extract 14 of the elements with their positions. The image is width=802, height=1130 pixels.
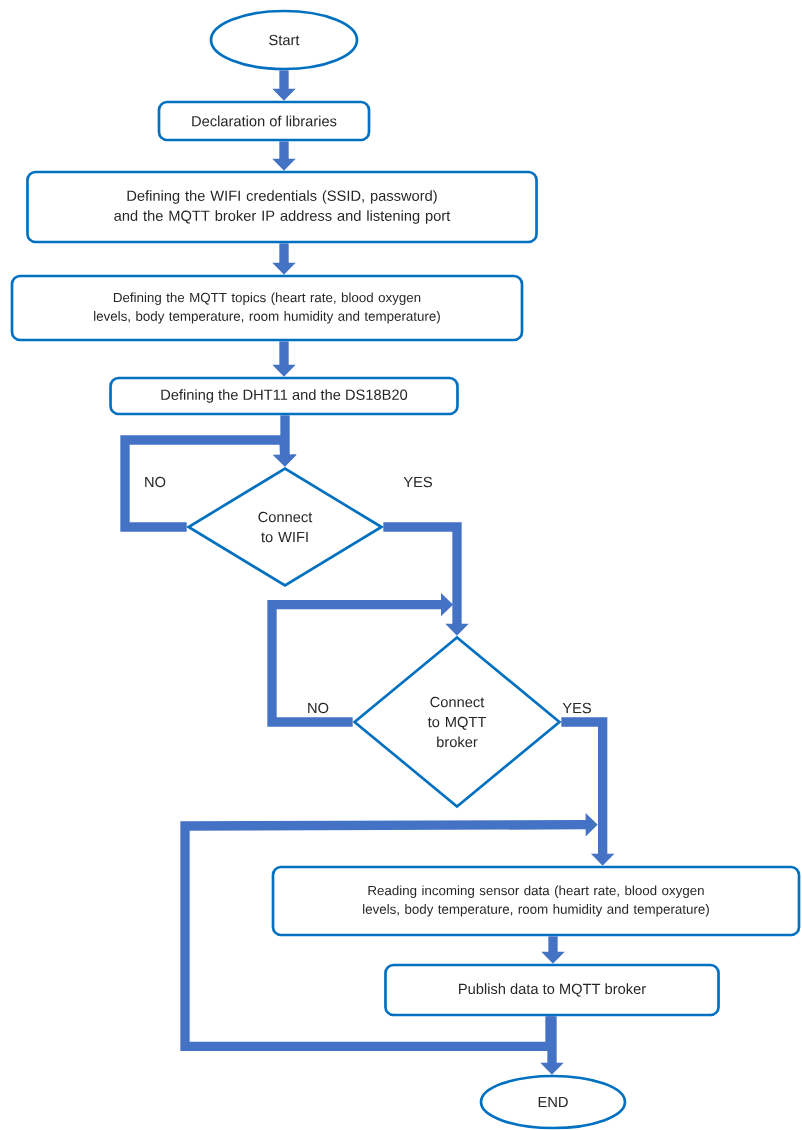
edge-label: YES: [402, 475, 434, 489]
process-box: Publish data to MQTT broker: [384, 963, 720, 1017]
edge-label: NO: [142, 475, 168, 489]
start-oval: Start: [209, 9, 359, 71]
arrow: [267, 592, 453, 727]
process-box: Declaration of libraries: [157, 100, 371, 142]
arrow: [120, 435, 297, 532]
edge-label: YES: [561, 701, 593, 715]
process-box: Defining the DHT11 and the DS18B20: [109, 376, 459, 416]
process-box: Reading incoming sensor data (heart rate, blood oxygen levels, body temperature, room humidity and temperature): [271, 865, 801, 937]
edge-label: NO: [305, 701, 331, 715]
process-box: Defining the MQTT topics (heart rate, blood oxygen levels, body temperature, room humidity and temperature): [10, 274, 524, 342]
process-box: Defining the WIFI credentials (SSID, password) and the MQTT broker IP address and listening port: [26, 170, 538, 244]
end-oval: END: [479, 1074, 627, 1130]
